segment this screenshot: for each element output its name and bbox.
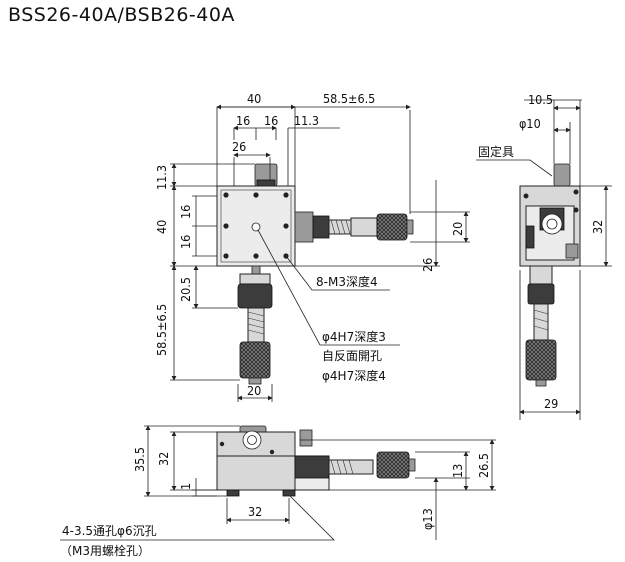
dim-40-top: 40 [247, 91, 261, 106]
dim-40-left: 40 [154, 220, 169, 234]
dim-32-bottom-left: 32 [156, 452, 171, 466]
note-4h7: φ4H7深度3 [322, 329, 386, 344]
note-holes: 4-3.5通孔φ6沉孔 [62, 524, 157, 538]
dim-13: 13 [450, 464, 465, 478]
dim-16b: 16 [264, 113, 278, 128]
front-bottom-micrometer-knob [239, 341, 271, 379]
front-right-micrometer-knob [376, 213, 408, 241]
dim-32-side: 32 [590, 220, 605, 234]
dim-16-left-b: 16 [178, 235, 193, 249]
note-bolt: （M3用螺栓孔） [60, 543, 150, 558]
front-m3-holes [223, 192, 289, 259]
dim-35-5: 35.5 [132, 447, 147, 472]
dim-11-3-left: 11.3 [154, 165, 169, 190]
front-view [170, 104, 470, 402]
dim-16-left-a: 16 [178, 205, 193, 219]
dim-20-bottom: 20 [247, 383, 261, 398]
side-micrometer-knob [525, 339, 557, 381]
dim-58-5: 58.5±6.5 [323, 91, 375, 106]
dim-phi10: φ10 [519, 116, 541, 131]
dim-20-right: 20 [450, 222, 465, 236]
note-back: 自反面開孔 [322, 349, 382, 363]
bottom-micrometer-knob [376, 451, 410, 479]
dim-1: 1 [178, 483, 193, 490]
dim-26-5: 26.5 [476, 453, 491, 478]
dim-26: 26 [232, 139, 246, 154]
label-fixture: 固定具 [478, 144, 514, 159]
dim-29: 29 [544, 396, 558, 411]
dim-26-right: 26 [420, 258, 435, 272]
dim-16a: 16 [236, 113, 250, 128]
side-view [476, 99, 612, 420]
bottom-view [60, 425, 496, 541]
dim-11-3-top: 11.3 [294, 113, 319, 128]
dim-32-bottom: 32 [248, 504, 262, 519]
diagram-title: BSS26-40A/BSB26-40A [8, 4, 235, 26]
dim-phi13: φ13 [420, 508, 435, 530]
dim-10-5: 10.5 [528, 92, 553, 107]
dim-20-5: 20.5 [178, 277, 193, 302]
note-m3: 8-M3深度4 [316, 274, 378, 289]
front-center-hole [251, 222, 261, 232]
dim-58-5-left: 58.5±6.5 [154, 304, 169, 356]
note-4h7b: φ4H7深度4 [322, 368, 386, 383]
